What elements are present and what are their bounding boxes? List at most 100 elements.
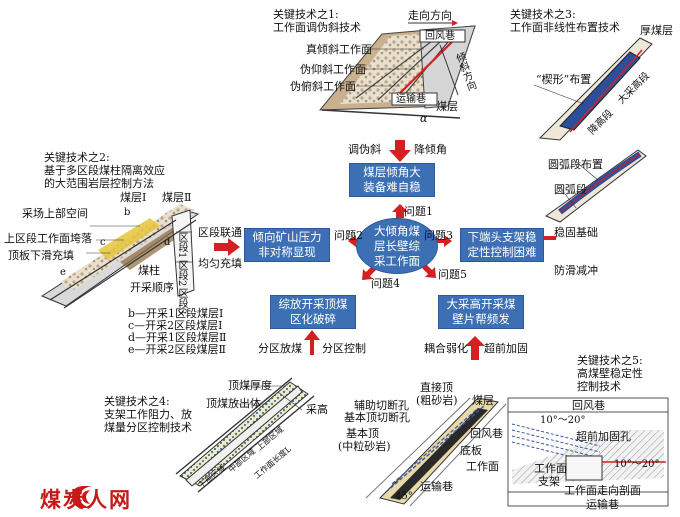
method-tiao-wei-xie: 调伪斜	[348, 143, 381, 156]
tech2-mark-c: c	[100, 237, 106, 248]
tech1-true-incline: 真倾斜工作面	[306, 43, 372, 56]
center-oval: 大倾角煤 层长壁综 采工作面	[356, 218, 438, 274]
tech5-aux-hole: 辅助切断孔	[354, 399, 409, 412]
tech1-strike: 走向方向	[408, 9, 452, 22]
method-qu-duan-lian-tong: 区段联通	[198, 226, 242, 239]
method-chao-qian-jia-gu: 超前加固	[484, 342, 528, 355]
tech4-mining-h: 采高	[306, 403, 328, 416]
method-wen-gu-ji-chu: 稳固基础	[554, 226, 598, 239]
arrow-tech1-to-p1	[389, 140, 411, 162]
tech2-legend-2: d—开采1区段煤层Ⅱ	[128, 331, 227, 344]
problem5-line1: 大采高开采煤	[446, 297, 516, 311]
method-ou-he-ruo-hua: 耦合弱化	[424, 342, 468, 355]
tech3-figure	[533, 37, 653, 223]
tech5-title-1: 关键技术之5:	[577, 354, 643, 367]
tech5-direct-roof: 直接顶	[420, 381, 453, 394]
tech5-direct-rock: (粗砂岩)	[416, 394, 458, 407]
problem2-line2: 非对称显现	[258, 245, 316, 259]
tech5-figure-left	[365, 397, 507, 507]
problem4-box: 综放开采顶煤 区化破碎	[270, 295, 356, 329]
method-fang-hua-jian-chong: 防滑减冲	[554, 264, 598, 277]
tech5-haulage: 运输巷	[420, 480, 453, 493]
tech2-zone3: 区段3	[176, 288, 187, 315]
center-line2: 层长壁综	[374, 238, 420, 253]
tech1-title-1: 关键技术之1:	[273, 8, 339, 21]
problem2-box: 倾向矿山压力 非对称显现	[244, 228, 330, 262]
tech4-title-2: 支架工作阻力、放	[104, 408, 192, 421]
tech2-title-1: 关键技术之2:	[44, 151, 110, 164]
tech4-figure	[175, 377, 315, 493]
tech5-floor: 底板	[460, 444, 482, 457]
tech2-roof-slide: 顶板下滑充填	[8, 249, 74, 262]
tech1-title-2: 工作面调伪斜技术	[273, 21, 361, 34]
arrow-center-p3	[432, 235, 452, 247]
tech1-haulage: 运输巷	[396, 94, 426, 105]
tech5-face: 工作面	[466, 460, 499, 473]
tech2-legend-3: e—开采2区段煤层Ⅱ	[128, 343, 226, 356]
problem3-line2: 定性控制困难	[467, 245, 537, 259]
problem3-line1: 下端头支架稳	[467, 230, 537, 244]
arrow-center-p1	[392, 204, 408, 218]
tech5-advance-hole: 超前加固孔	[576, 430, 631, 443]
tech5-support-1: 工作面	[534, 462, 567, 475]
tech3-title-2: 工作面非线性布置技术	[510, 21, 620, 34]
tech5-return-airway2: 回风巷	[572, 399, 605, 412]
problem5-box: 大采高开采煤 壁片帮频发	[438, 295, 524, 329]
logo-mark	[72, 486, 92, 508]
tech1-seam: 煤层	[436, 100, 458, 113]
tech4-top-thick: 顶煤厚度	[228, 379, 272, 392]
logo-text: 煤炭人网	[40, 488, 132, 512]
tech4-caving-body: 顶煤放出体	[206, 397, 261, 410]
problem1-label: 问题1	[404, 205, 433, 218]
tech2-zone2: 区段2	[176, 260, 187, 287]
tech2-figure	[40, 204, 200, 309]
tech2-legend-0: b—开采1区段煤层Ⅰ	[128, 307, 224, 320]
tech5-figure-right	[507, 397, 669, 507]
tech5-seam: 煤层	[472, 394, 494, 407]
tech2-upper-space: 采场上部空间	[22, 207, 88, 220]
tech1-figure	[318, 20, 476, 119]
tech3-arc-seg: 圆弧段	[554, 183, 587, 196]
problem3-box: 下端头支架稳 定性控制困难	[460, 228, 544, 262]
problem1-line2: 装备难自稳	[363, 180, 421, 194]
tech5-section: 工作面走向剖面	[564, 484, 641, 497]
arrow-tech5-to-p5	[465, 336, 485, 360]
tech2-mark-b: b	[124, 207, 131, 218]
tech1-alpha: α	[420, 112, 428, 125]
tech1-pseudo-down: 伪俯斜工作面	[290, 80, 356, 93]
tech3-thick-seam: 厚煤层	[640, 24, 673, 37]
method-fen-qu-kong-zhi: 分区控制	[322, 342, 366, 355]
tech4-title-3: 煤量分区控制技术	[104, 421, 192, 434]
arrow-tech2-to-p2	[214, 238, 240, 256]
problem5-label: 问题5	[438, 268, 467, 281]
problem4-line2: 区化破碎	[290, 312, 336, 326]
problem1-line1: 煤层倾角大	[363, 165, 421, 179]
problem4-label: 问题4	[371, 277, 400, 290]
tech5-basic-rock: (中粒砂岩)	[338, 440, 391, 453]
tech2-mark-d: d	[164, 237, 171, 248]
arrow-tech4-to-p4	[304, 330, 320, 355]
tech5-basic-hole: 基本顶切断孔	[344, 411, 410, 424]
problem1-box: 煤层倾角大 装备难自稳	[349, 163, 435, 197]
tech2-pillar: 煤柱	[138, 264, 160, 277]
tech5-return-airway: 回风巷	[470, 427, 503, 440]
tech2-mark-e: e	[60, 267, 66, 278]
problem2-line1: 倾向矿山压力	[252, 230, 322, 244]
method-jiang-qing-jiao: 降倾角	[414, 143, 447, 156]
center-line3: 采工作面	[374, 253, 420, 268]
method-jun-yun-chong-tian: 均匀充填	[198, 257, 242, 270]
tech2-sequence: 开采顺序	[130, 281, 174, 294]
problem4-line1: 综放开采顶煤	[278, 297, 348, 311]
tech2-upper-collapse: 上区段工作面垮落	[4, 232, 92, 245]
method-fen-qu-fang-mei: 分区放煤	[258, 342, 302, 355]
tech5-title-3: 控制技术	[577, 380, 621, 393]
tech5-angle1: 10°～20°	[540, 415, 586, 426]
tech1-pseudo-up: 伪仰斜工作面	[300, 63, 366, 76]
tech1-return-airway: 回风巷	[425, 31, 455, 42]
tech4-title-1: 关键技术之4:	[104, 395, 170, 408]
tech2-title-2: 基于多区段煤柱隔离效应	[44, 164, 165, 177]
tech5-haulage2: 运输巷	[586, 498, 619, 511]
problem3-label: 问题3	[424, 229, 453, 242]
